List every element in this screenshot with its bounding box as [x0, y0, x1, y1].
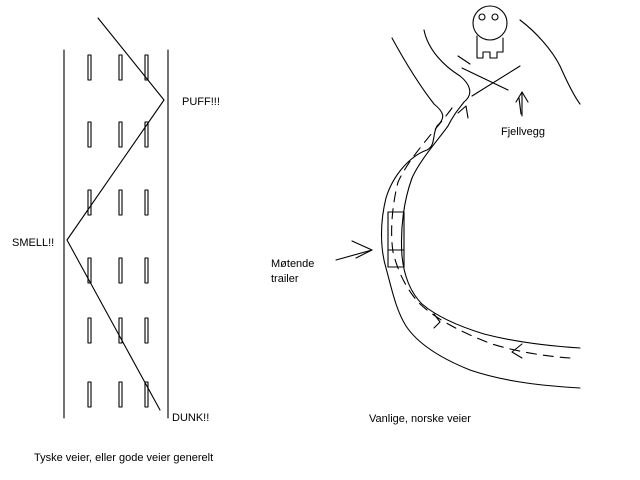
- cliff-label: Fjellvegg: [501, 126, 546, 138]
- cliff-arrow-icon: [515, 91, 529, 117]
- skull-icon: [472, 5, 508, 59]
- road-outer-edge: [381, 37, 581, 389]
- trailer-truck-icon: [387, 211, 405, 268]
- lane-dash-markings: [87, 54, 149, 408]
- straight-highway: [63, 17, 169, 419]
- cliff-wall-line: [519, 19, 581, 105]
- oncoming-label-line1: Møtende: [271, 258, 315, 270]
- winding-road: [381, 19, 581, 389]
- road-inner-edge: [400, 29, 581, 349]
- crash-x-mark: [461, 65, 521, 97]
- puff-label: PUFF!!!: [182, 96, 220, 108]
- zigzag-crash-path: [66, 17, 165, 411]
- dunk-label: DUNK!!: [172, 412, 210, 424]
- road-direction-arrow: [457, 105, 469, 119]
- road-direction-arrow: [433, 313, 441, 329]
- oncoming-label-line2: trailer: [271, 273, 299, 285]
- right-caption: Vanlige, norske veier: [369, 413, 471, 425]
- road-centre-line: [391, 107, 571, 359]
- trailer-arrow-icon: [335, 240, 373, 261]
- smell-label: SMELL!!: [12, 237, 55, 249]
- left-caption: Tyske veier, eller gode veier generelt: [34, 452, 214, 464]
- road-direction-arrow: [511, 343, 523, 359]
